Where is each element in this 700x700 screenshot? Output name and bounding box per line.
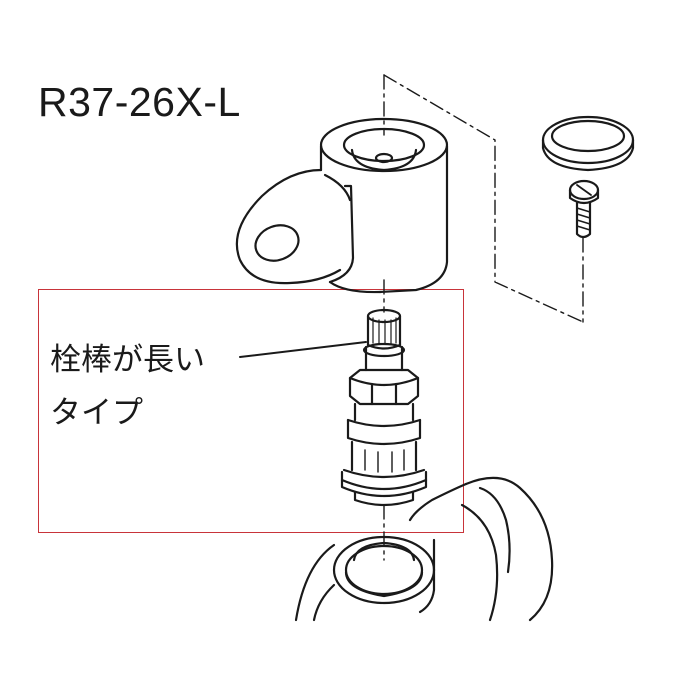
screw-leader-line <box>383 74 584 323</box>
valve-cartridge <box>340 308 428 507</box>
model-number-title: R37-26X-L <box>38 79 241 125</box>
handle-lever <box>235 117 449 294</box>
callout-leader-line <box>239 341 367 358</box>
callout-text-line1: 栓棒が長い <box>50 342 205 378</box>
decorative-cap <box>541 115 635 172</box>
highlight-box <box>38 289 464 533</box>
set-screw <box>568 179 600 239</box>
faucet-body <box>294 476 554 622</box>
callout-text-line2: タイプ <box>50 395 143 431</box>
